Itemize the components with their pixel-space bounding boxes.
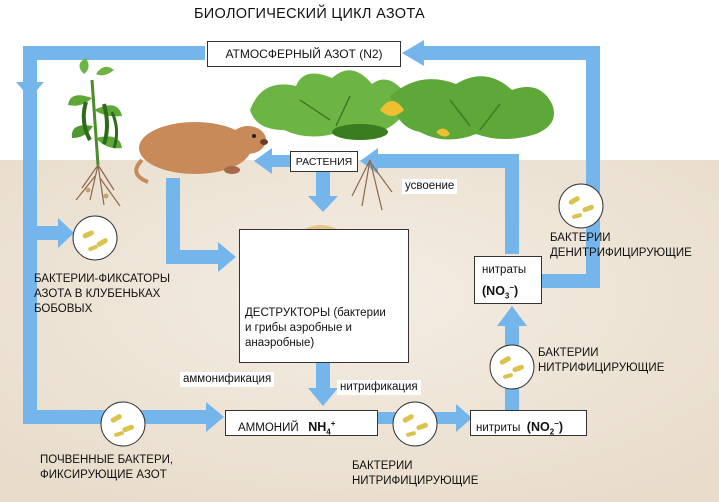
bacteria-nitrifying-right <box>489 344 535 390</box>
assimilation-label: усвоение <box>402 179 458 194</box>
decomposers-line-3: анаэробные) <box>245 337 315 349</box>
bacteria-nodules <box>72 215 118 261</box>
plants-label: РАСТЕНИЯ <box>295 156 353 168</box>
ammonium-formula: NH4+ <box>308 419 336 437</box>
atmospheric-nitrogen-box: АТМОСФЕРНЫЙ АЗОТ (N2) <box>207 41 401 67</box>
bean-plant-illustration <box>68 58 122 207</box>
nitrites-formula: (NO2−) <box>526 419 564 437</box>
arrow-plants-left <box>270 155 294 167</box>
arrow-animal-right <box>166 250 220 264</box>
arrow-head-left-top <box>16 82 44 98</box>
animal-illustration <box>134 122 268 184</box>
nitrates-label: нитраты <box>482 264 527 276</box>
arrow-decomposers-down <box>316 362 330 390</box>
arrow-head-nitrates <box>497 306 527 326</box>
nitrification-label: нитрификация <box>337 380 421 395</box>
nodule-fixers-label: БАКТЕРИИ-ФИКСАТОРЫ АЗОТА В КЛУБЕНЬКАХ БО… <box>34 273 171 315</box>
nitrifying-bottom-label: БАКТЕРИИ НИТРИФИЦИРУЮЩИЕ <box>352 460 479 487</box>
arrow-head-ammonium-top <box>308 388 338 406</box>
arrow-nitrates-to-right <box>540 274 600 288</box>
soil-bacteria-label: ПОЧВЕННЫЕ БАКТЕРИ, ФИКСИРУЮЩИЕ АЗОТ <box>40 454 174 481</box>
arrow-top-left <box>23 46 205 60</box>
nitrifying-right-label: БАКТЕРИИ НИТРИФИЦИРУЮЩИЕ <box>538 347 665 374</box>
decomposers-line-2: и грибы аэробные и <box>245 322 352 334</box>
pumpkin-plant-illustration <box>250 70 554 211</box>
arrow-head-into-atmosphere <box>402 40 424 66</box>
bacteria-soil <box>100 401 146 447</box>
arrow-head-nitrites <box>456 404 472 432</box>
arrow-head-ammonium <box>206 402 224 432</box>
arrow-to-nodules <box>23 226 63 240</box>
nitrates-formula: (NO3−) <box>482 283 519 301</box>
nitrites-label: нитриты <box>476 422 521 435</box>
arrow-head-decomposers <box>308 196 338 212</box>
nitrates-box: нитраты (NO3−) <box>474 256 542 304</box>
decomposers-line-1: ДЕСТРУКТОРЫ (бактерии <box>245 307 386 319</box>
arrow-plants-down <box>316 172 330 198</box>
arrow-right-vertical <box>586 46 600 288</box>
arrow-top-right <box>422 46 600 60</box>
decomposers-box: ДЕСТРУКТОРЫ (бактерии и грибы аэробные и… <box>239 229 409 363</box>
denitrifying-label: БАКТЕРИИ ДЕНИТРИФИЦИРУЮЩИЕ <box>550 232 692 259</box>
arrow-assimilation-top <box>374 154 519 168</box>
arrow-animal-down <box>166 178 180 250</box>
plants-box: РАСТЕНИЯ <box>290 151 358 172</box>
ammonification-label: аммонификация <box>180 372 275 387</box>
bacteria-denitrifying <box>558 183 604 229</box>
ammonium-label: АММОНИЙ <box>238 422 299 435</box>
arrow-head-animal <box>218 242 236 272</box>
arrow-head-plants-left <box>254 148 272 174</box>
ammonium-box: АММОНИЙ NH4+ <box>225 410 378 437</box>
arrow-head-nodules <box>58 218 74 248</box>
bacteria-nitrifying-bottom <box>392 401 438 447</box>
diagram-title: БИОЛОГИЧЕСКИЙ ЦИКЛ АЗОТА <box>193 6 425 22</box>
atmospheric-nitrogen-label: АТМОСФЕРНЫЙ АЗОТ (N2) <box>225 47 383 61</box>
arrow-nitrates-up <box>505 154 519 254</box>
nitrites-box: нитриты (NO2−) <box>470 410 587 437</box>
